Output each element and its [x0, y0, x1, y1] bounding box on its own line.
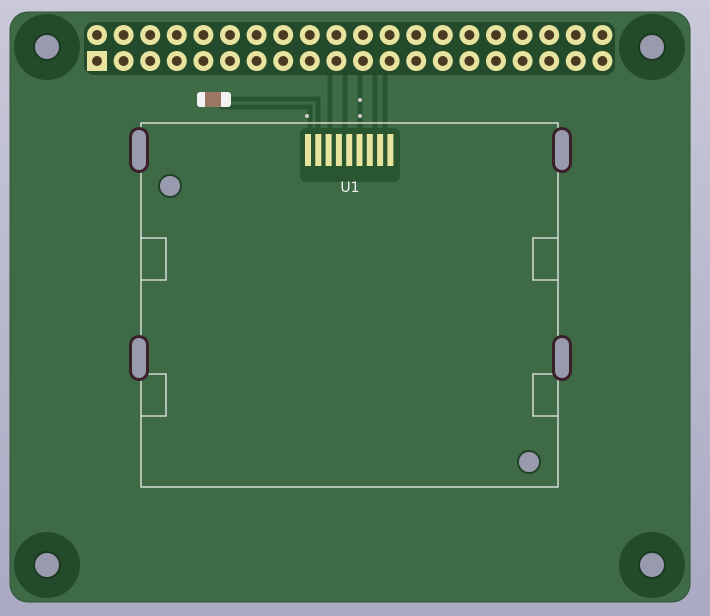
mounting-hole [33, 551, 61, 579]
mounting-hole [33, 33, 61, 61]
mounting-hole [638, 551, 666, 579]
traces [220, 75, 400, 182]
fpc-pad [356, 134, 363, 166]
header-pin-hole [491, 56, 501, 66]
slot-hole [555, 338, 569, 378]
pin-header-2x20 [84, 22, 615, 75]
header-pin-hole [251, 30, 262, 40]
connector-slots [129, 127, 572, 381]
header-pin-hole [92, 56, 102, 66]
silkscreen-outline [140, 122, 559, 488]
header-pin-hole [304, 30, 315, 40]
header-pin-hole [437, 56, 448, 66]
header-pin-hole [118, 56, 129, 66]
slot-hole [132, 130, 146, 170]
header-pin-hole [597, 56, 608, 66]
header-pin-hole [384, 30, 395, 40]
slot-hole [555, 130, 569, 170]
fpc-connector-pads [305, 134, 394, 166]
header-pin-hole [437, 30, 448, 40]
via [358, 114, 362, 118]
fpc-pad [377, 134, 384, 166]
header-pin-hole [251, 56, 262, 66]
header-pin-hole [225, 56, 235, 66]
pcb-board [9, 11, 691, 603]
header-pin-hole [597, 30, 608, 40]
header-pin-hole [171, 56, 182, 66]
header-pin-hole [304, 56, 315, 66]
header-pin-hole [411, 56, 422, 66]
alignment-hole [517, 450, 541, 474]
mounting-hole [638, 33, 666, 61]
alignment-hole [158, 174, 182, 198]
header-pin-hole [464, 30, 475, 40]
header-pin-hole [570, 30, 581, 40]
fpc-pad [335, 134, 342, 166]
resistor-c1 [197, 92, 231, 107]
mounting-holes [14, 14, 685, 598]
header-pin-hole [198, 56, 209, 66]
header-pin-hole [517, 30, 528, 40]
header-pin-hole [171, 30, 182, 40]
header-pin-hole [517, 56, 528, 66]
header-pin-hole [145, 30, 156, 40]
header-pin-hole [491, 30, 501, 40]
header-pin-hole [464, 56, 475, 66]
header-pin-hole [358, 30, 368, 40]
header-pin-hole [570, 56, 581, 66]
header-pin-hole [384, 56, 395, 66]
header-pin-hole [411, 30, 422, 40]
via [358, 98, 362, 102]
header-pin-hole [225, 30, 235, 40]
via [305, 114, 309, 118]
header-pin-hole [544, 56, 555, 66]
component-label-u1: U1 [340, 180, 359, 196]
fpc-pad [325, 134, 332, 166]
header-mask [84, 22, 615, 75]
header-pin-hole [118, 30, 129, 40]
header-pin-hole [145, 56, 156, 66]
fpc-pad [305, 134, 311, 166]
fpc-pad [315, 134, 322, 166]
fpc-pad [366, 134, 373, 166]
fpc-pad [387, 134, 394, 166]
header-pin-hole [92, 30, 102, 40]
header-pin-hole [331, 56, 342, 66]
header-pin-hole [358, 56, 368, 66]
fpc-pad [346, 134, 353, 166]
header-pin-hole [198, 30, 209, 40]
header-pin-hole [331, 30, 342, 40]
slot-hole [132, 338, 146, 378]
header-pin-hole [278, 30, 289, 40]
header-pin-hole [544, 30, 555, 40]
header-pin-hole [278, 56, 289, 66]
